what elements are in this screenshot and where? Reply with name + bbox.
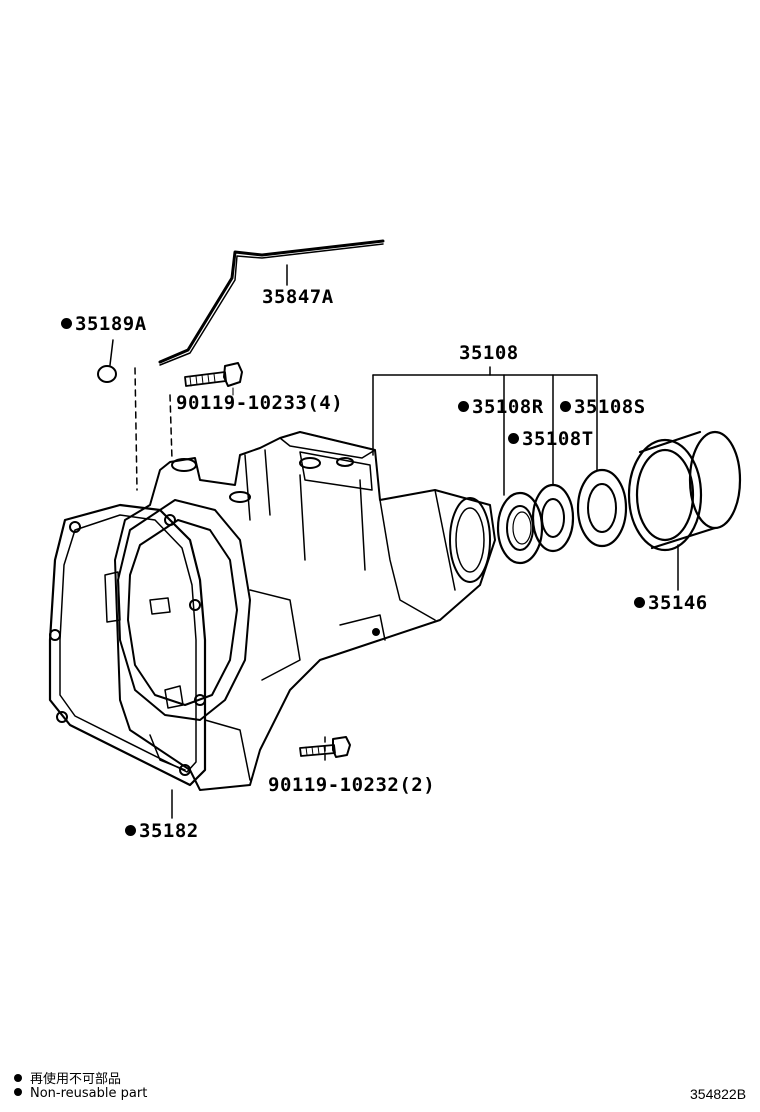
ring-t	[531, 483, 575, 553]
legend-dot-icon	[14, 1074, 22, 1082]
part-label-90119-10233: 90119-10233(4)	[176, 392, 344, 414]
part-label-35108R: 35108R	[458, 396, 544, 418]
part-label-35108S: 35108S	[560, 396, 646, 418]
part-label-35108: 35108	[459, 342, 519, 364]
part-label-35182: 35182	[125, 820, 199, 842]
extension-housing	[104, 431, 496, 791]
bolt-top	[184, 362, 243, 387]
legend-english: Non-reusable part	[14, 1086, 147, 1101]
plug	[97, 365, 117, 383]
non-reusable-marker-icon	[560, 401, 571, 412]
non-reusable-marker-icon	[634, 597, 645, 608]
non-reusable-marker-icon	[61, 318, 72, 329]
part-label-90119-10232: 90119-10232(2)	[268, 774, 436, 796]
non-reusable-marker-icon	[508, 433, 519, 444]
breather-tube	[158, 239, 385, 364]
part-label-35146: 35146	[634, 592, 708, 614]
part-label-35189A: 35189A	[61, 313, 147, 335]
part-label-35847A: 35847A	[262, 286, 334, 308]
legend-dot-icon	[14, 1088, 22, 1096]
dust-deflector	[627, 430, 742, 552]
figure-number: 354822B	[690, 1086, 747, 1102]
legend-japanese: 再使用不可部品	[14, 1068, 121, 1087]
bolt-bottom	[299, 736, 351, 758]
non-reusable-marker-icon	[458, 401, 469, 412]
non-reusable-marker-icon	[125, 825, 136, 836]
seal-s	[576, 468, 628, 548]
part-label-35108T: 35108T	[508, 428, 594, 450]
gasket	[48, 503, 207, 787]
